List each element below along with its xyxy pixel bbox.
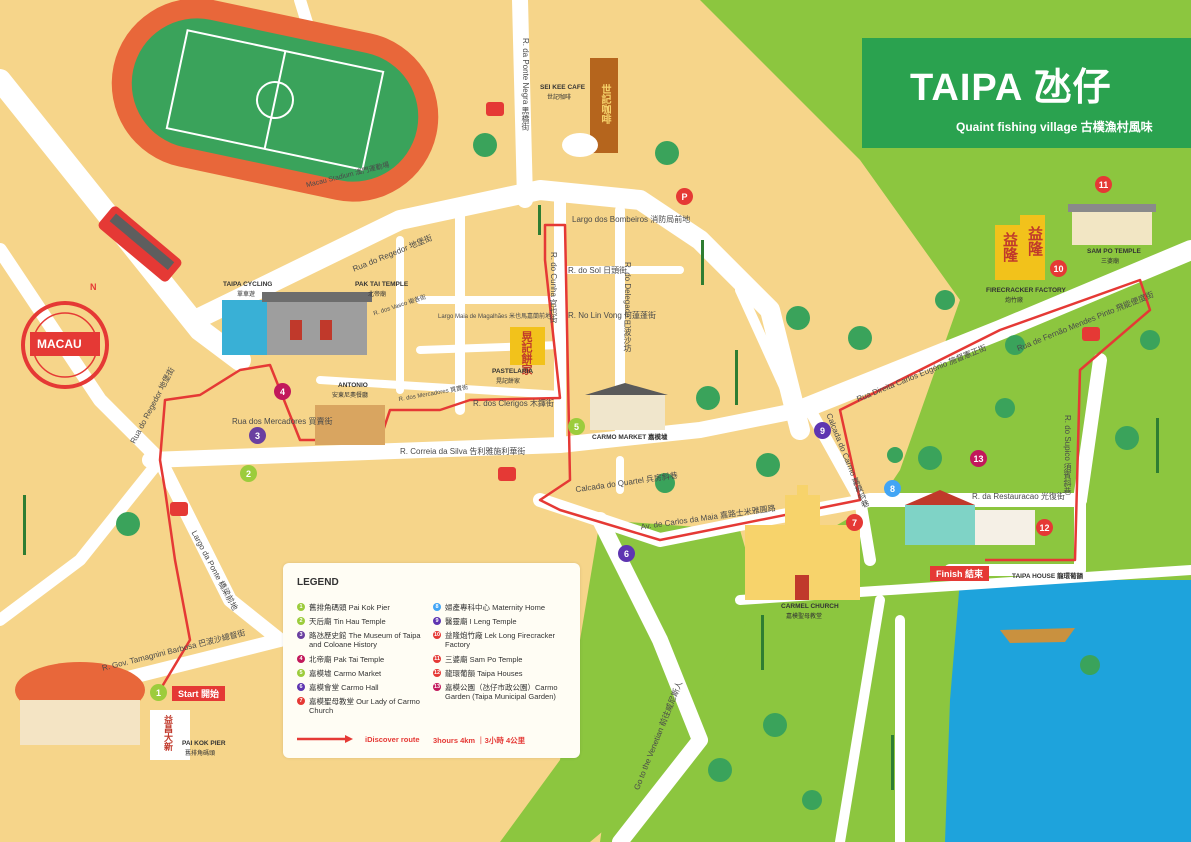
bus-stop-icon: [486, 102, 504, 116]
poi-sei-kee: SEI KEE CAFE: [540, 84, 586, 91]
firecracker-sign-left: 益隆: [1001, 232, 1018, 262]
poi-antonio-cn: 安東尼奧餐廳: [332, 393, 369, 399]
boat: [1000, 628, 1075, 643]
poi-taipa-house: TAIPA HOUSE 龍環葡韻: [1012, 573, 1084, 580]
marker-8[interactable]: 8: [884, 480, 901, 497]
street-restauracao: R. da Restauracao 光復街: [972, 492, 1065, 501]
parking-icon: P: [676, 188, 693, 205]
street-correia: R. Correia da Silva 告利雅施利華街: [400, 447, 526, 456]
street-supico: R. do Supico 須賓斜巷: [1063, 415, 1072, 496]
pier-sign-text: 益昌大新: [163, 715, 173, 751]
idiscover-route: [158, 223, 1152, 691]
marker-12[interactable]: 12: [1036, 519, 1053, 536]
poi-pastelaria-cn: 晃記餅家: [496, 379, 521, 385]
route-arrow-icon: [297, 735, 353, 743]
coffee-cup: [562, 133, 598, 157]
marker-3[interactable]: 3: [249, 427, 266, 444]
pak-tai-temple: [222, 292, 372, 355]
carmo-market-building: [585, 383, 668, 430]
poi-pastelaria: PASTELARIA: [492, 368, 534, 375]
street-delegado: R. do Delegado 巴波沙坊: [623, 262, 632, 352]
bakery-sign-box: [510, 327, 545, 365]
poi-carmo-market: CARMO MARKET 嘉模墟: [592, 434, 668, 441]
street-largo-bombeiros: Largo dos Bombeiros 消防局前地: [572, 215, 691, 224]
street-largo-magalhaes: Largo Maia de Magalhães 米也馬嘉蘭前地: [438, 314, 552, 320]
street-cunha: R. do Cunha 官也街: [549, 252, 558, 324]
poi-pak-tai: PAK TAI TEMPLE: [355, 281, 409, 288]
water-area: [945, 580, 1191, 842]
poi-sam-po-cn: 三婆廟: [1101, 259, 1120, 265]
poi-carmel-church-cn: 嘉模聖母教堂: [786, 614, 823, 620]
marker-7[interactable]: 7: [846, 514, 863, 531]
poi-cycling: TAIPA CYCLING: [223, 281, 273, 288]
bus: [98, 206, 182, 282]
compass-label: N: [90, 282, 97, 292]
route-finish-label: Finish 結束: [930, 566, 989, 581]
street-ponte-negra: R. da Ponte Negra 黑橋街: [521, 38, 530, 131]
street-mercadores: Rua dos Mercadores 買賣街: [232, 417, 333, 426]
bus-stop-icon: [170, 502, 188, 516]
firecracker-sign-right: 益隆: [1026, 226, 1043, 256]
coffee-box: [590, 58, 618, 153]
poi-cycling-cn: 單車遊: [237, 292, 256, 298]
map-subtitle: Quaint fishing village 古樸漁村風味: [956, 120, 1153, 134]
street-lin-vong: R. No Lin Vong 何蓮蓬街: [568, 311, 657, 320]
firecracker-sign: [995, 215, 1045, 280]
pier-pavilion: [15, 662, 190, 760]
marker-13[interactable]: 13: [970, 450, 987, 467]
marker-4[interactable]: 4: [274, 383, 291, 400]
poi-sei-kee-cn: 世記咖啡: [547, 95, 572, 101]
marker-6[interactable]: 6: [618, 545, 635, 562]
green-area-south: [500, 520, 760, 842]
coffee-box-text: 世記咖啡: [599, 84, 610, 124]
poi-firecracker: FIRECRACKER FACTORY: [986, 287, 1066, 294]
carmel-church: [745, 485, 860, 600]
antonio-building: [315, 405, 385, 445]
poi-pak-kok: PAI KOK PIER: [182, 740, 226, 747]
marker-5[interactable]: 5: [568, 418, 585, 435]
bus-stop-icon: [498, 467, 516, 481]
macau-stamp-text: MACAU: [37, 337, 82, 351]
marker-10[interactable]: 10: [1050, 260, 1067, 277]
title-banner: TAIPA 氹仔 Quaint fishing village 古樸漁村風味: [862, 38, 1191, 148]
sam-po-temple: [1068, 204, 1156, 245]
stadium: [111, 0, 439, 202]
bakery-sign-text: 晃記餅家: [520, 331, 532, 375]
poi-antonio: ANTONIO: [338, 382, 368, 389]
bus-stop-icon: [1082, 327, 1100, 341]
poi-firecracker-cn: 炮竹廠: [1005, 298, 1024, 304]
taipa-houses: [905, 490, 1035, 545]
marker-9[interactable]: 9: [814, 422, 831, 439]
macau-stamp: [21, 301, 109, 389]
poi-carmel-church: CARMEL CHURCH: [781, 603, 839, 610]
map-title: TAIPA 氹仔: [910, 67, 1112, 109]
poi-pak-tai-cn: 北帝廟: [368, 292, 387, 298]
street-clerigos: R. dos Clerigos 木鐸街: [473, 399, 554, 408]
legend-heading: LEGEND: [297, 577, 339, 588]
poi-pak-kok-cn: 舊排角碼頭: [185, 751, 216, 757]
marker-1[interactable]: 1: [150, 684, 167, 701]
marker-2[interactable]: 2: [240, 465, 257, 482]
legend-route-label: iDiscover route: [365, 735, 420, 744]
route-start-label: Start 開始: [172, 686, 226, 701]
marker-11[interactable]: 11: [1095, 176, 1112, 193]
street-sol: R. do Sol 日頭街: [568, 266, 628, 275]
poi-sam-po: SAM PO TEMPLE: [1087, 248, 1141, 255]
legend-route-info: 3hours 4km ｜3小時 4公里: [433, 736, 526, 745]
